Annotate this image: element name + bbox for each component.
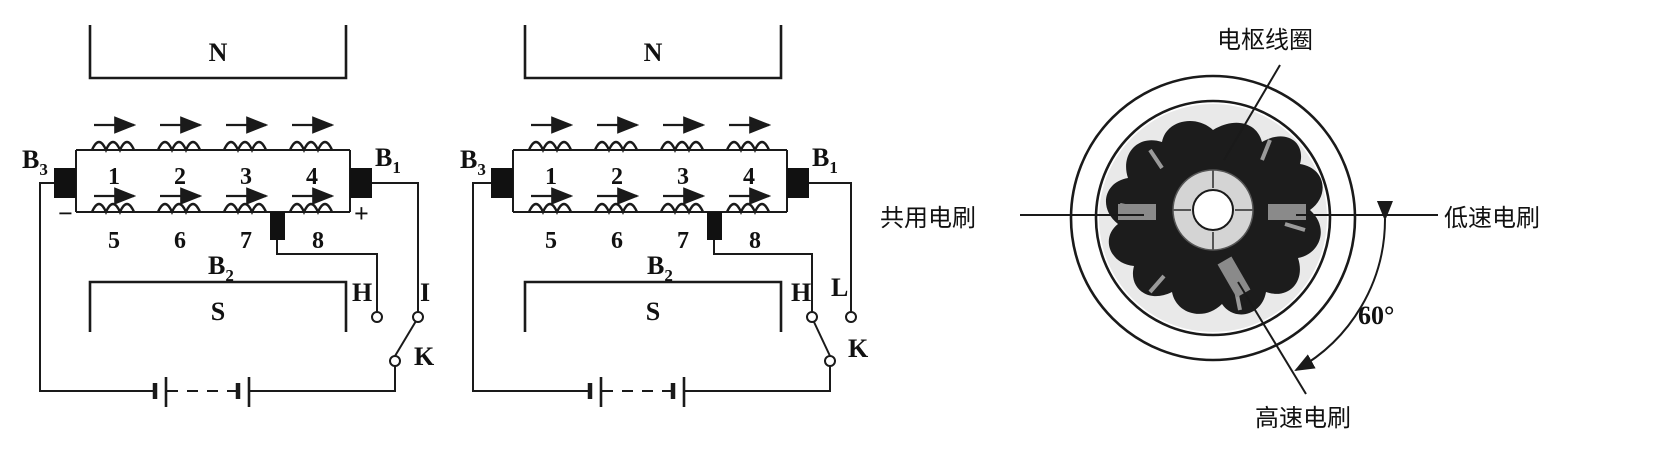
shaft-hole: [1192, 189, 1234, 231]
plus-sign-a: +: [354, 199, 369, 228]
coil-5-b: [527, 202, 573, 215]
wire-b1-i-a: [372, 182, 419, 312]
wire-battery-b3-a: [39, 182, 155, 392]
coil-num-3-b: 3: [677, 164, 689, 190]
label-common-brush: 共用电刷: [880, 204, 976, 232]
coil-6-a: [156, 202, 202, 215]
brush-b2-b: [707, 212, 722, 240]
s-pole-label-a: S: [211, 297, 225, 326]
s-pole-b: [523, 280, 783, 332]
label-low-speed-brush: 低速电刷: [1444, 204, 1540, 232]
switch-k-label-a: K: [414, 342, 435, 371]
coil-1-a: [90, 140, 136, 153]
coil-num-5-a: 5: [108, 228, 120, 254]
brush-b1-b: [787, 168, 809, 198]
brush-b2-label-b: B2: [647, 251, 673, 285]
coil-2-a: [156, 140, 202, 153]
brush-b3-label-a: B3: [22, 145, 48, 179]
brush-b3-a: [54, 168, 76, 198]
coil-8-a: [288, 202, 334, 215]
coil-num-1-a: 1: [108, 164, 120, 190]
coil-num-7-b: 7: [677, 228, 689, 254]
coil-num-8-b: 8: [749, 228, 761, 254]
label-high-speed-brush: 高速电刷: [1255, 404, 1351, 432]
common-brush: [1118, 204, 1156, 220]
n-pole-b: [523, 25, 783, 80]
terminal-h-label-b: H: [791, 278, 811, 307]
top-coils-b: [527, 140, 771, 153]
switch-pivot-a: [389, 355, 401, 367]
wire-b1-l-b: [809, 182, 852, 312]
coil-1-b: [527, 140, 573, 153]
minus-sign-a: −: [58, 199, 73, 228]
coil-num-2-a: 2: [174, 164, 186, 190]
leader-high: [1237, 281, 1307, 395]
coil-7-b: [659, 202, 705, 215]
terminal-h-b: [806, 311, 818, 323]
figure-c: 电枢线圈 共用电刷 低速电刷 高速电刷 60°: [880, 26, 1540, 432]
coil-num-4-a: 4: [306, 164, 318, 190]
coil-num-2-b: 2: [611, 164, 623, 190]
coil-num-4-b: 4: [743, 164, 755, 190]
coil-4-b: [725, 140, 771, 153]
angle-arc: [1294, 200, 1393, 371]
figure-a: N S: [22, 25, 435, 407]
commutator-segments: [1173, 170, 1253, 250]
coil-3-b: [659, 140, 705, 153]
coil-num-1-b: 1: [545, 164, 557, 190]
leader-coil: [1223, 64, 1281, 161]
top-coils-a: [90, 140, 334, 153]
bottom-coils-b: [527, 202, 771, 215]
brush-b1-a: [350, 168, 372, 198]
terminal-i-label-a: I: [420, 278, 430, 307]
terminal-h-label-a: H: [352, 278, 372, 307]
wire-b2-h-b: [713, 240, 813, 312]
coil-num-7-a: 7: [240, 228, 252, 254]
n-pole-a: [88, 25, 348, 80]
wire-switch-battery-b: [684, 366, 831, 392]
terminal-l-label-b: L: [831, 273, 848, 302]
label-armature-coil: 电枢线圈: [1217, 26, 1313, 54]
terminal-i-a: [412, 311, 424, 323]
switch-k-label-b: K: [848, 334, 869, 363]
brush-b3-label-b: B3: [460, 145, 486, 179]
angle-label: 60°: [1358, 301, 1394, 330]
terminal-l-b: [845, 311, 857, 323]
coil-4-a: [288, 140, 334, 153]
brush-b1-label-b: B1: [812, 143, 838, 177]
coil-num-5-b: 5: [545, 228, 557, 254]
figure-b: N S 1 2: [460, 25, 869, 407]
coil-5-a: [90, 202, 136, 215]
brush-b2-a: [270, 212, 285, 240]
coil-num-3-a: 3: [240, 164, 252, 190]
coil-2-b: [593, 140, 639, 153]
bottom-coils-a: [90, 202, 334, 215]
s-pole-label-b: S: [646, 297, 660, 326]
coil-num-6-b: 6: [611, 228, 623, 254]
switch-pivot-b: [824, 355, 836, 367]
low-speed-brush: [1268, 204, 1306, 220]
brush-b3-b: [491, 168, 513, 198]
s-pole-a: [88, 280, 348, 332]
brush-b2-label-a: B2: [208, 251, 234, 285]
wire-b2-h-a: [276, 240, 378, 312]
coil-6-b: [593, 202, 639, 215]
coil-7-a: [222, 202, 268, 215]
switch-blade-b: [813, 321, 831, 357]
wire-battery-b3-b: [472, 182, 590, 392]
switch-blade-a: [394, 320, 417, 357]
coil-3-a: [222, 140, 268, 153]
coil-num-6-a: 6: [174, 228, 186, 254]
coil-8-b: [725, 202, 771, 215]
wire-switch-battery-a: [249, 366, 396, 392]
brush-b1-label-a: B1: [375, 143, 401, 177]
n-pole-label-b: N: [644, 38, 663, 67]
terminal-h-a: [371, 311, 383, 323]
n-pole-label-a: N: [209, 38, 228, 67]
coil-num-8-a: 8: [312, 228, 324, 254]
